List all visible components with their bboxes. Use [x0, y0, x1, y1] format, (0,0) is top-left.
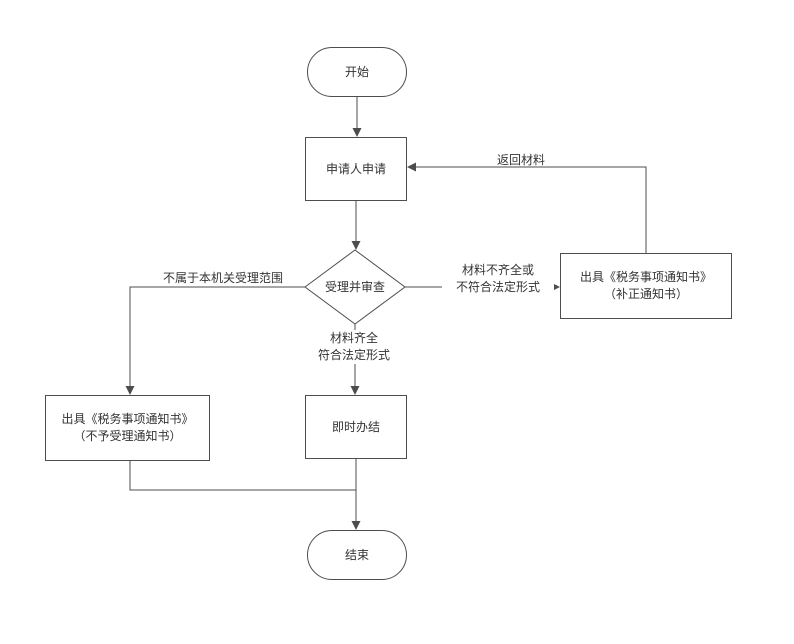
- node-reject-notice-line2: （不予受理通知书）: [73, 429, 182, 443]
- edge-label-incomplete-line1: 材料不齐全或: [461, 263, 534, 277]
- edge-label-not-in-scope: 不属于本机关受理范围: [163, 271, 284, 285]
- edge-reject-merge: [129, 461, 356, 491]
- node-correction-notice-line2: （补正通知书）: [603, 287, 688, 301]
- edge-label-complete-line1: 材料齐全: [329, 331, 378, 345]
- edge-label-incomplete: 材料不齐全或 不符合法定形式: [442, 262, 554, 296]
- node-correction-notice: 出具《税务事项通知书》 （补正通知书）: [560, 253, 732, 319]
- edge-review-reject: [125, 286, 305, 395]
- node-applicant-apply: 申请人申请: [305, 137, 407, 201]
- node-start: 开始: [307, 47, 407, 97]
- edge-label-return-material: 返回材料: [497, 153, 546, 167]
- node-reject-notice-line1: 出具《税务事项通知书》: [61, 412, 194, 426]
- decision-diamond-shape: [304, 249, 406, 325]
- node-reject-notice: 出具《税务事项通知书》 （不予受理通知书）: [45, 395, 210, 461]
- node-applicant-apply-label: 申请人申请: [325, 161, 386, 176]
- edge-label-complete-line2: 符合法定形式: [317, 348, 390, 362]
- node-correction-notice-line1: 出具《税务事项通知书》: [579, 270, 712, 284]
- node-review-decision: 受理并审查: [305, 250, 405, 324]
- node-immediate-completion: 即时办结: [305, 395, 407, 459]
- node-end-label: 结束: [344, 547, 369, 562]
- node-start-label: 开始: [344, 64, 369, 79]
- edge-correction-apply: [407, 162, 647, 253]
- edge-label-complete: 材料齐全 符合法定形式: [310, 330, 398, 364]
- node-end: 结束: [307, 530, 407, 580]
- edge-label-incomplete-line2: 不符合法定形式: [455, 280, 540, 294]
- node-immediate-completion-label: 即时办结: [331, 419, 380, 434]
- node-review-decision-label: 受理并审查: [324, 279, 385, 294]
